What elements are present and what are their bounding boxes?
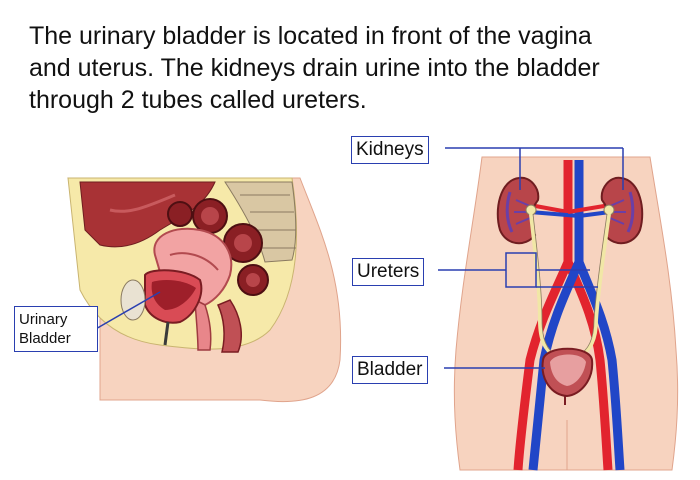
urinary-bladder-label: Urinary Bladder [14,306,98,352]
caption-line-2: and uterus. The kidneys drain urine into… [29,54,600,82]
bladder-label: Bladder [352,356,428,384]
spine [224,181,297,263]
kidneys-label: Kidneys [351,136,429,164]
ureters-label: Ureters [352,258,425,286]
urinary-bladder-label-line-2: Bladder [19,330,71,347]
right-ureter [578,213,611,358]
caption: The urinary bladder is located in front … [29,20,689,116]
abdominal-organs [79,181,216,248]
vagina [194,298,212,351]
left-ureter [529,213,557,358]
caption-line-3: through 2 tubes called ureters. [29,86,367,114]
rectum [216,299,242,353]
urinary-bladder-label-line-1: Urinary [19,311,68,328]
aorta [513,160,573,471]
caption-line-1: The urinary bladder is located in front … [29,22,592,50]
urethra [163,321,170,346]
